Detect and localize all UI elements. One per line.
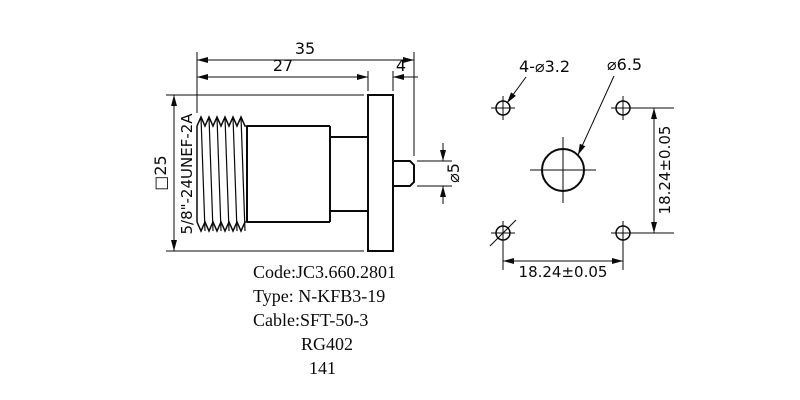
dim-hpitch-label: 18.24±0.05 bbox=[519, 263, 608, 281]
thread-flank-line bbox=[240, 116, 246, 232]
notes-block: Code:JC3.660.2801 Type: N-KFB3-19 Cable:… bbox=[253, 262, 396, 378]
holes-callout-label: 4-⌀3.2 bbox=[519, 57, 570, 76]
dim-vpitch-label: 18.24±0.05 bbox=[656, 126, 674, 215]
mounting-hole-top-right bbox=[611, 96, 635, 120]
note-cable-alt1: RG402 bbox=[301, 334, 353, 354]
mounting-hole-bottom-left bbox=[489, 219, 517, 247]
front-view: 4-⌀3.2 ⌀6.5 18.24±0.05 18.24±0.05 bbox=[489, 55, 674, 281]
thread-flank-line bbox=[216, 116, 222, 232]
thread-flank-line bbox=[224, 116, 230, 232]
note-cable: Cable:SFT-50-3 bbox=[253, 310, 368, 330]
dim-4-label: 4 bbox=[396, 56, 406, 75]
flange-outline bbox=[367, 94, 394, 252]
thread-spec-label: 5/8"-24UNEF-2A bbox=[178, 113, 196, 235]
thread-profile-top bbox=[196, 115, 247, 128]
thread-flank-line bbox=[208, 116, 214, 232]
mounting-hole-bottom-right bbox=[611, 221, 635, 245]
center-hole-leader-line bbox=[577, 75, 615, 156]
dim-pin-label: ⌀5 bbox=[444, 163, 463, 183]
dim-square25-label: □25 bbox=[151, 155, 170, 190]
pin-outline bbox=[393, 160, 415, 187]
dim-35-label: 35 bbox=[295, 39, 315, 58]
thread-flank-line bbox=[200, 116, 206, 232]
side-view: 35 27 4 □25 5/8"-24UNEF-2A ⌀5 bbox=[151, 39, 463, 252]
mounting-hole-top-left bbox=[491, 96, 515, 120]
hole-diagonal-tick bbox=[489, 219, 517, 247]
thread-flank-line bbox=[232, 116, 238, 232]
note-cable-alt2: 141 bbox=[309, 358, 336, 378]
thread-profile-bottom bbox=[196, 220, 247, 233]
dim-27-label: 27 bbox=[273, 56, 293, 75]
holes-leader-line bbox=[506, 76, 527, 104]
note-type: Type: N-KFB3-19 bbox=[253, 286, 385, 306]
center-hole-label: ⌀6.5 bbox=[607, 55, 642, 74]
note-code: Code:JC3.660.2801 bbox=[253, 262, 396, 282]
